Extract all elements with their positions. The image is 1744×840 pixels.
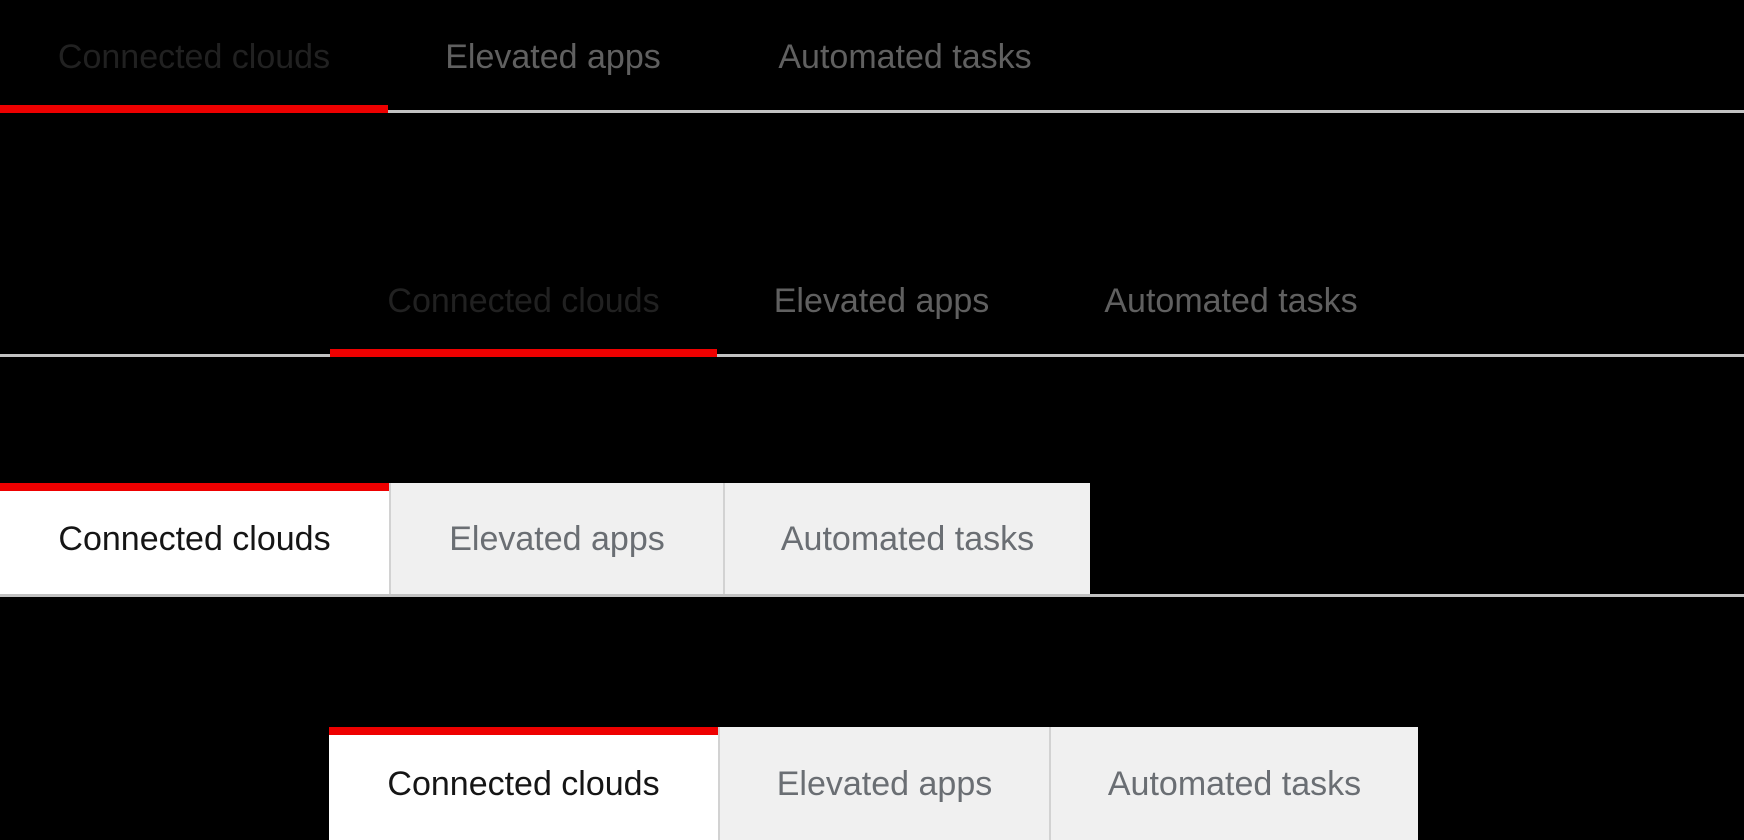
- tab-label: Elevated apps: [773, 281, 990, 320]
- tab-automated-tasks[interactable]: Automated tasks: [718, 0, 1092, 113]
- tab-label: Automated tasks: [1107, 764, 1362, 803]
- active-tab-indicator: [0, 483, 389, 491]
- tab-label: Automated tasks: [778, 37, 1032, 76]
- tab-label: Connected clouds: [387, 764, 660, 803]
- active-tab-indicator: [330, 349, 717, 357]
- tab-group-box-flush: Connected clouds Elevated apps Automated…: [0, 483, 1744, 597]
- active-tab-indicator: [329, 727, 718, 735]
- tab-label: Automated tasks: [780, 519, 1035, 558]
- tab-automated-tasks[interactable]: Automated tasks: [1046, 244, 1416, 357]
- tab-label: Connected clouds: [57, 37, 331, 76]
- tab-connected-clouds[interactable]: Connected clouds: [0, 483, 389, 594]
- tab-automated-tasks[interactable]: Automated tasks: [723, 483, 1090, 594]
- tab-connected-clouds[interactable]: Connected clouds: [0, 0, 388, 113]
- tab-baseline: [0, 354, 1744, 357]
- tab-baseline: [0, 594, 1744, 597]
- tab-label: Elevated apps: [445, 37, 661, 76]
- tab-automated-tasks[interactable]: Automated tasks: [1049, 727, 1418, 840]
- tab-elevated-apps[interactable]: Elevated apps: [717, 244, 1046, 357]
- tab-group-line-flush: Connected clouds Elevated apps Automated…: [0, 0, 1744, 113]
- tab-label: Automated tasks: [1104, 281, 1358, 320]
- tab-group-line-indented: Connected clouds Elevated apps Automated…: [0, 244, 1744, 357]
- tab-label: Connected clouds: [58, 519, 331, 558]
- tab-elevated-apps[interactable]: Elevated apps: [388, 0, 718, 113]
- tab-label: Elevated apps: [449, 519, 665, 558]
- tab-elevated-apps[interactable]: Elevated apps: [389, 483, 723, 594]
- tab-connected-clouds[interactable]: Connected clouds: [330, 244, 717, 357]
- tab-baseline: [0, 110, 1744, 113]
- tab-group-box-indented: Connected clouds Elevated apps Automated…: [0, 727, 1744, 840]
- tab-label: Elevated apps: [776, 764, 993, 803]
- tab-connected-clouds[interactable]: Connected clouds: [329, 727, 718, 840]
- tab-elevated-apps[interactable]: Elevated apps: [718, 727, 1049, 840]
- tab-label: Connected clouds: [387, 281, 660, 320]
- active-tab-indicator: [0, 105, 388, 113]
